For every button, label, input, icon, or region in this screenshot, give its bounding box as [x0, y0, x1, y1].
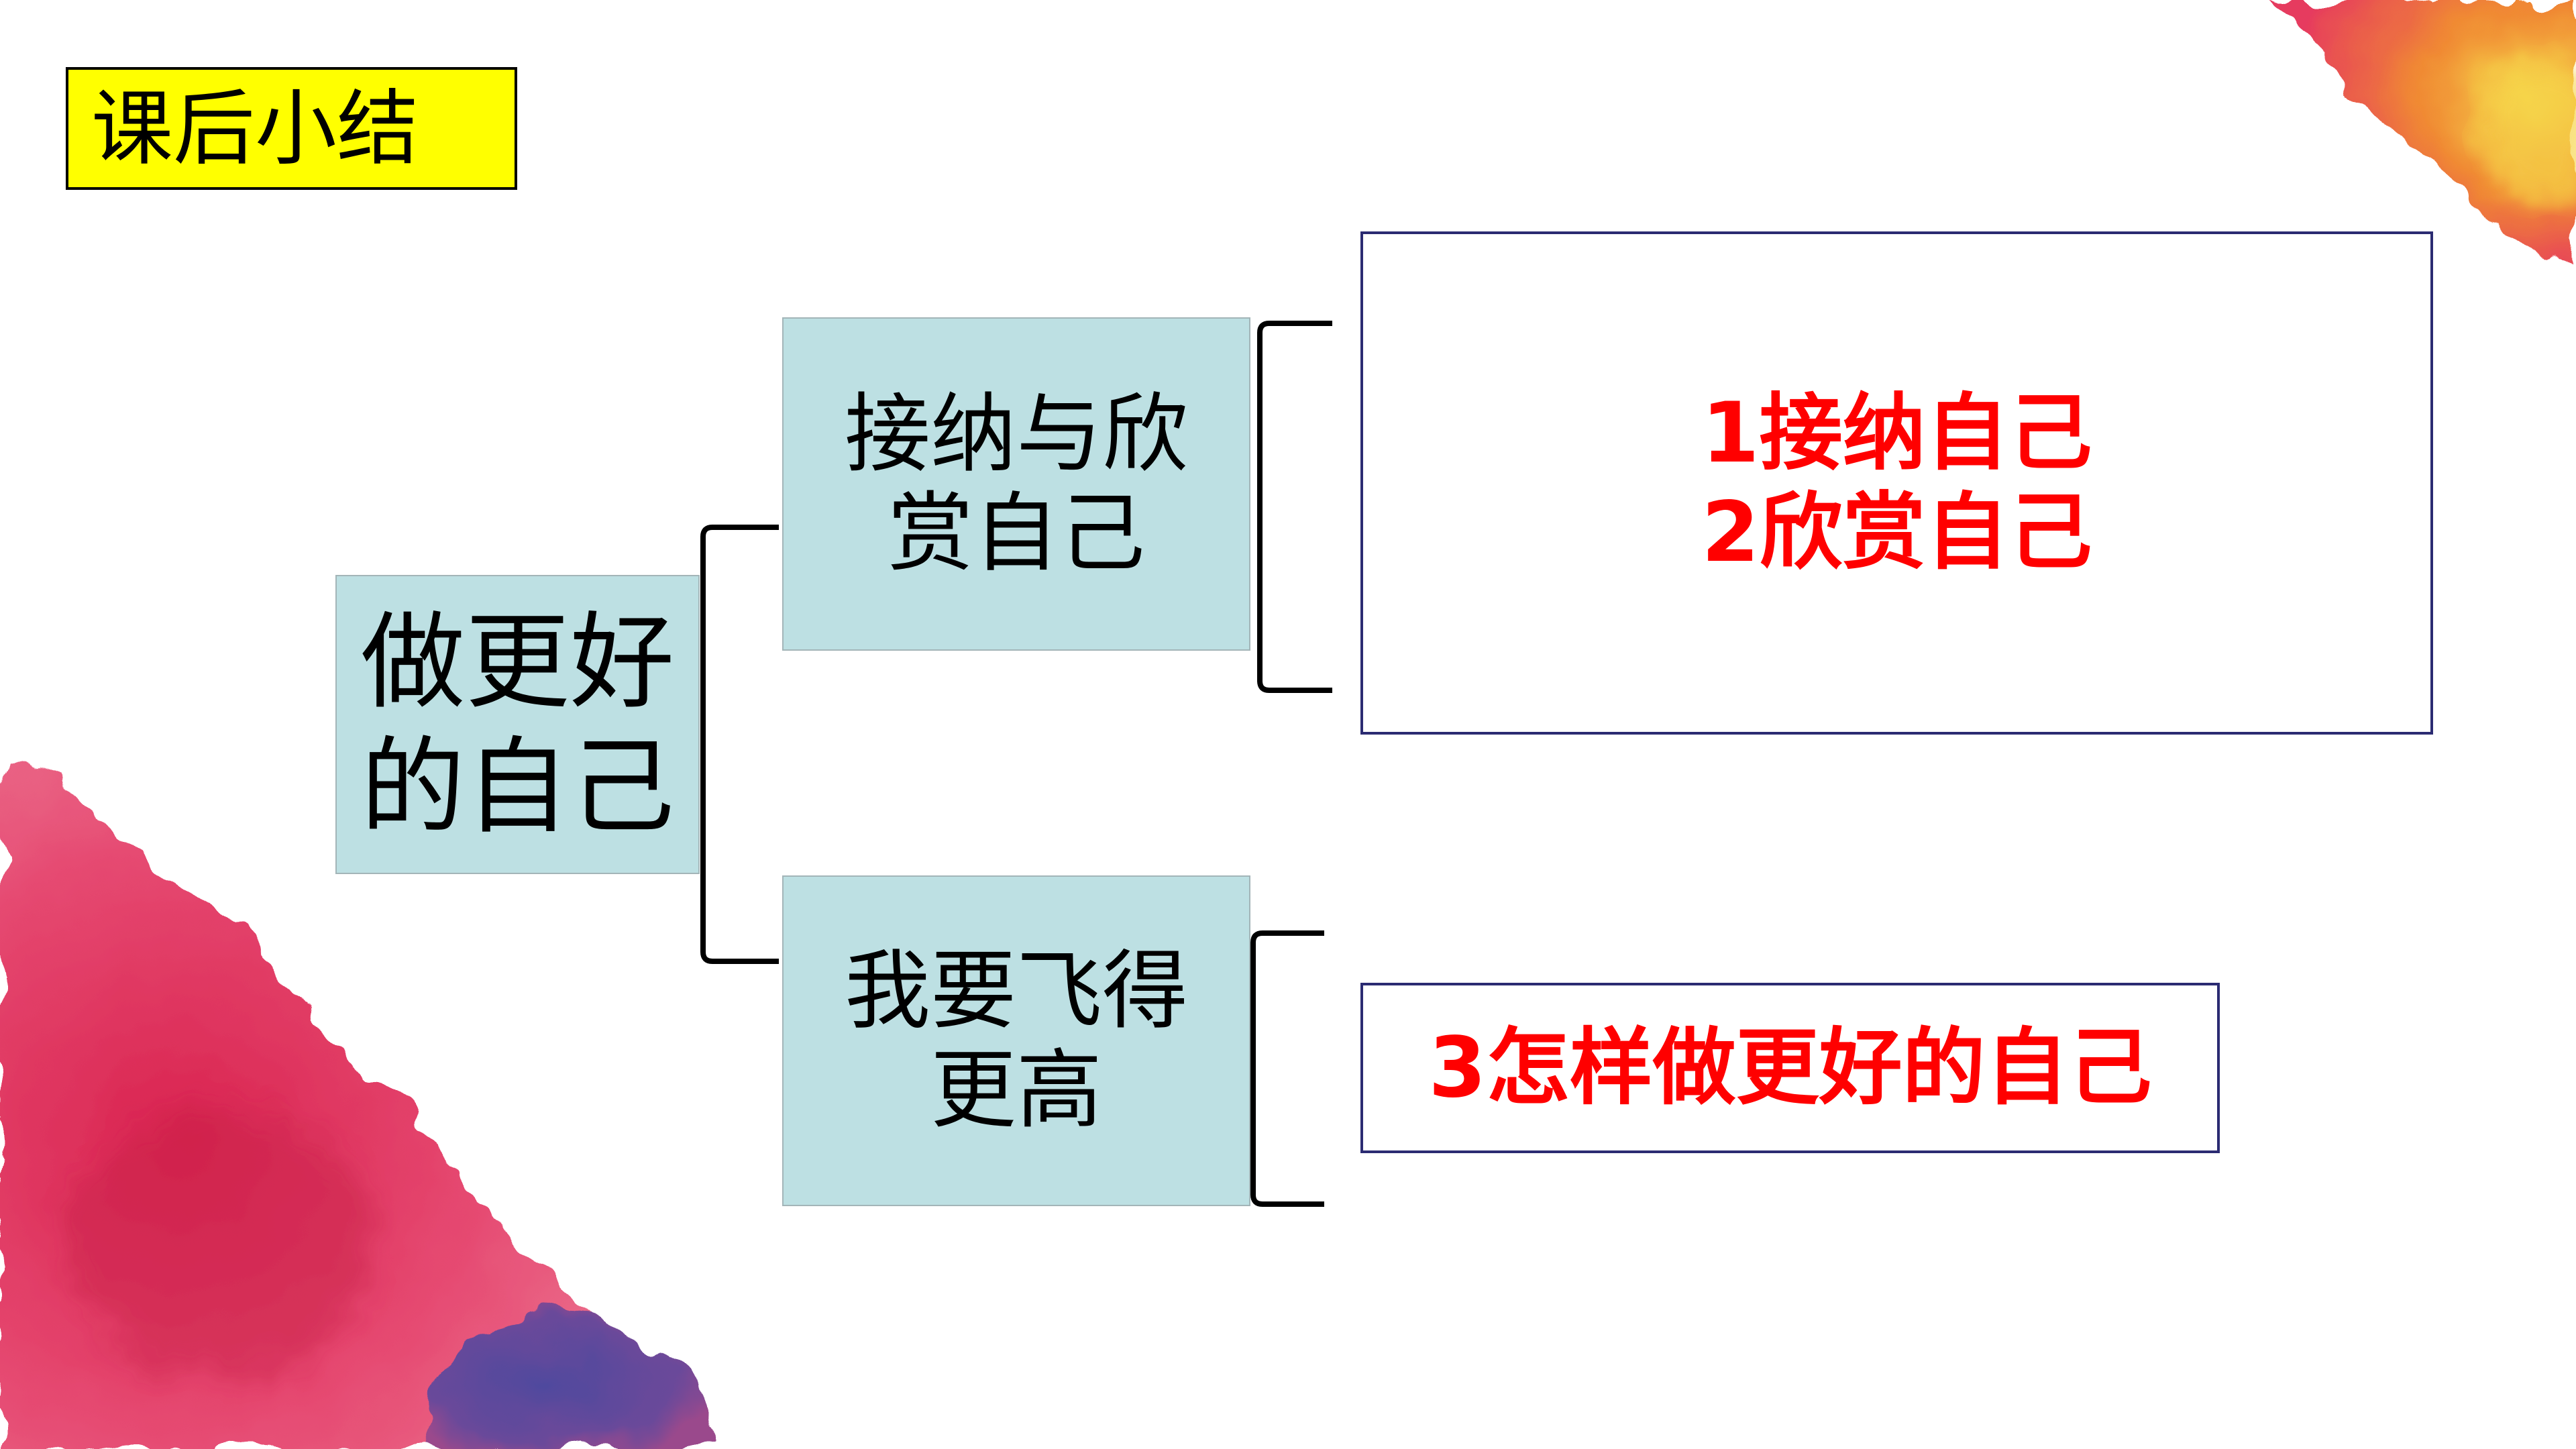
branch-node-fly-higher: 我要飞得 更高	[782, 875, 1250, 1206]
point-2: 2欣赏自己	[1701, 484, 2092, 581]
detail-box-branch-2: 3怎样做更好的自己	[1360, 983, 2220, 1153]
slide-title: 课后小结	[91, 80, 419, 176]
branch-2-label-line-2: 更高	[930, 1040, 1102, 1140]
watercolor-bottom-purple	[416, 1312, 711, 1449]
branch-1-label-line-1: 接纳与欣	[844, 384, 1188, 484]
branch-node-accept-appreciate: 接纳与欣 赏自己	[782, 317, 1250, 651]
point-3: 3怎样做更好的自己	[1428, 1020, 2152, 1116]
detail-box-branch-1: 1接纳自己 2欣赏自己	[1360, 231, 2433, 735]
root-label-line-2: 的自己	[360, 726, 675, 848]
root-label-line-1: 做更好	[360, 601, 675, 723]
watercolor-top-right	[2261, 0, 2576, 272]
branch-2-label-line-1: 我要飞得	[844, 941, 1188, 1041]
root-node: 做更好 的自己	[335, 575, 700, 874]
watercolor-bottom-left	[0, 771, 711, 1449]
branch-1-label-line-2: 赏自己	[887, 483, 1145, 584]
title-box: 课后小结	[66, 67, 517, 190]
point-1: 1接纳自己	[1701, 385, 2092, 482]
